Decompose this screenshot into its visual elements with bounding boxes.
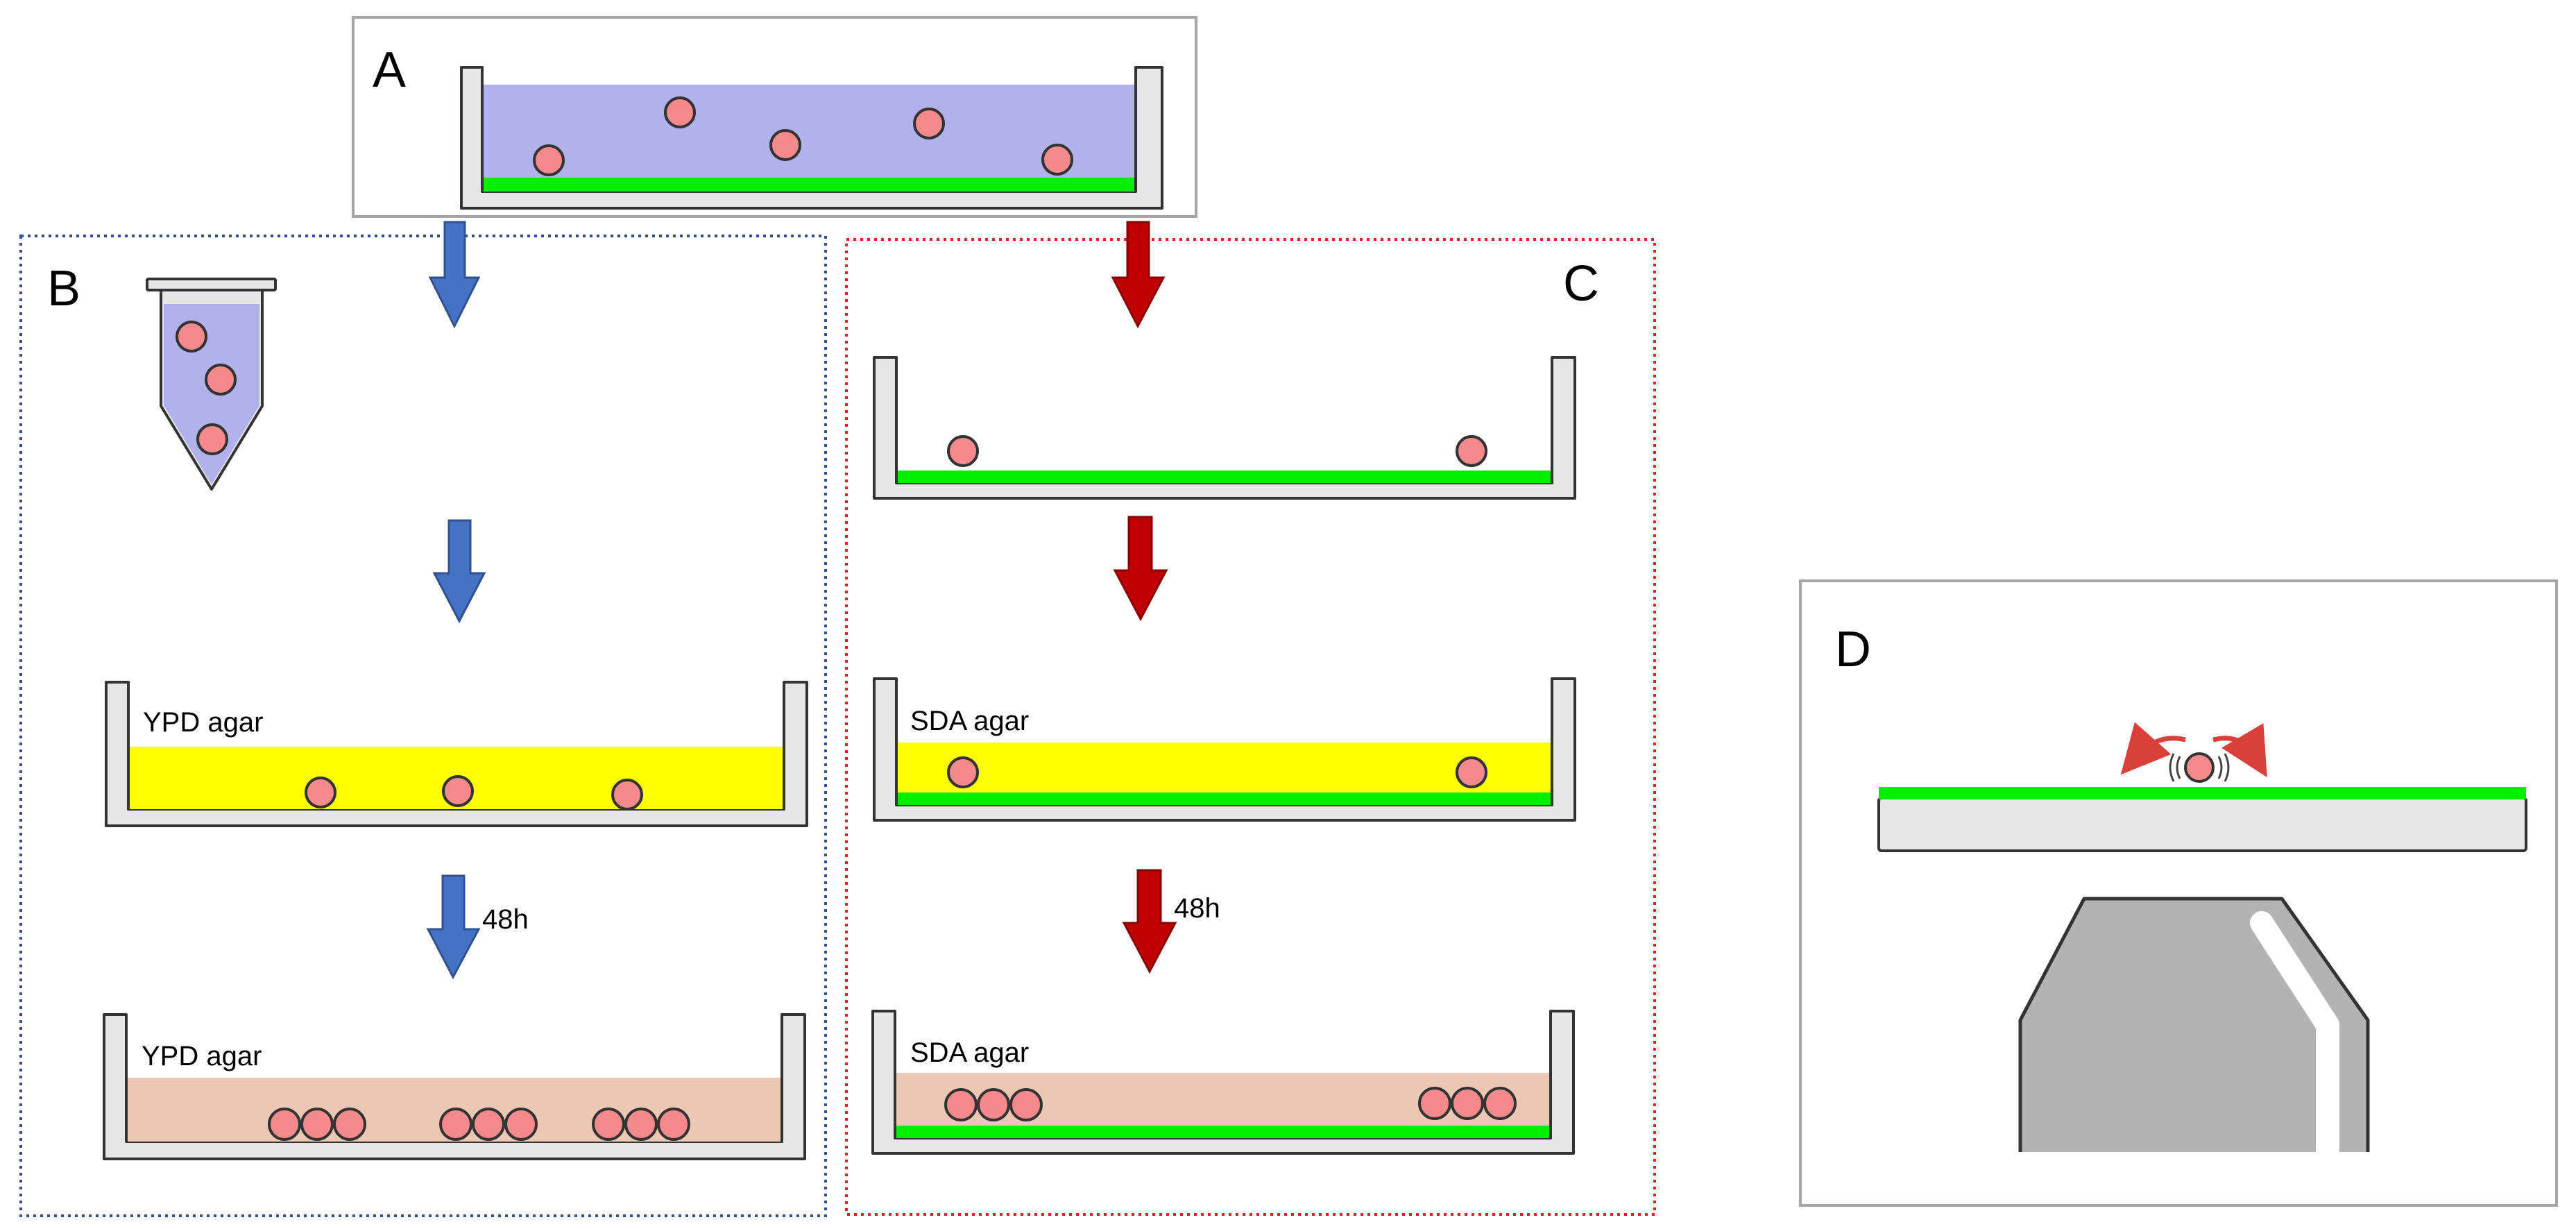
sda-agar-label: SDA agar (910, 706, 1029, 736)
incubation-time-label: 48h (482, 904, 529, 935)
cell (947, 756, 979, 788)
panel-c-frame (845, 238, 1656, 1216)
cell (624, 1108, 658, 1141)
cell (592, 1108, 625, 1141)
culture-dish-a (460, 66, 1163, 210)
panel-c: C SDA agar 48h SDA agar (845, 221, 1656, 1216)
down-arrow-icon (428, 221, 481, 329)
panel-d-letter: D (1835, 622, 1871, 677)
panel-b: B YPD agar 48h YPD agar (19, 221, 827, 1217)
down-arrow-icon (1113, 516, 1168, 622)
panel-a: A (352, 16, 1197, 218)
cell (439, 1108, 472, 1141)
biofilm-layer-a (484, 178, 1134, 192)
cell (196, 423, 228, 455)
incubation-time-label: 48h (1174, 893, 1220, 924)
objective-lens-icon (2018, 897, 2370, 1162)
cell (1041, 144, 1073, 176)
panel-d: D (1799, 579, 2558, 1207)
cell (1456, 756, 1487, 788)
cell (533, 144, 565, 176)
motion-arrow-left-icon (2120, 722, 2186, 775)
cell (657, 1108, 690, 1141)
down-arrow-icon (1122, 869, 1177, 974)
cell (769, 129, 801, 161)
cell (947, 435, 979, 467)
down-arrow-icon (432, 519, 486, 624)
cell (205, 364, 237, 396)
biofilm-layer-c (896, 1126, 1549, 1138)
cell (176, 321, 207, 353)
panel-b-frame (19, 235, 827, 1217)
washed-dish (873, 356, 1576, 500)
down-arrow-icon (1111, 221, 1166, 329)
ypd-plate-incubated (103, 1013, 806, 1160)
substrate-slide (1877, 797, 2527, 852)
colony-group (268, 1108, 366, 1141)
biofilm-layer-c (898, 471, 1551, 483)
cell (1456, 435, 1487, 467)
sda-agar-fresh (898, 743, 1551, 793)
cell (472, 1108, 505, 1141)
cell (1483, 1087, 1517, 1120)
cell (268, 1108, 301, 1141)
cell (300, 1108, 334, 1141)
cell (1451, 1087, 1484, 1120)
sda-plate-incubated (871, 1010, 1575, 1155)
ypd-agar-label: YPD agar (142, 1041, 262, 1071)
colony-group (944, 1088, 1043, 1121)
down-arrow-icon (426, 874, 481, 980)
sda-agar-label: SDA agar (910, 1037, 1029, 1068)
biofilm-layer-d (1879, 787, 2526, 799)
colony-group (1418, 1087, 1517, 1120)
cell (664, 96, 696, 128)
cell (913, 108, 945, 139)
cell (1009, 1088, 1043, 1121)
biofilm-layer-c (898, 793, 1551, 805)
cell (944, 1088, 978, 1121)
motion-arrow-right-icon (2212, 723, 2267, 778)
cell (504, 1108, 538, 1141)
colony-group (592, 1108, 690, 1141)
cell (1418, 1087, 1451, 1120)
cell (611, 779, 643, 811)
panel-c-letter: C (1563, 256, 1599, 312)
liquid-medium-a (484, 85, 1134, 192)
cell (442, 775, 474, 807)
panel-b-letter: B (47, 261, 80, 316)
panel-a-letter: A (373, 42, 406, 98)
cell (333, 1108, 366, 1141)
cell (305, 777, 336, 808)
cell (977, 1088, 1010, 1121)
colony-group (439, 1108, 538, 1141)
tube-icon (146, 278, 277, 491)
ypd-plate-fresh (105, 681, 808, 827)
sda-plate-fresh (873, 677, 1576, 822)
ypd-agar-label: YPD agar (143, 707, 263, 738)
